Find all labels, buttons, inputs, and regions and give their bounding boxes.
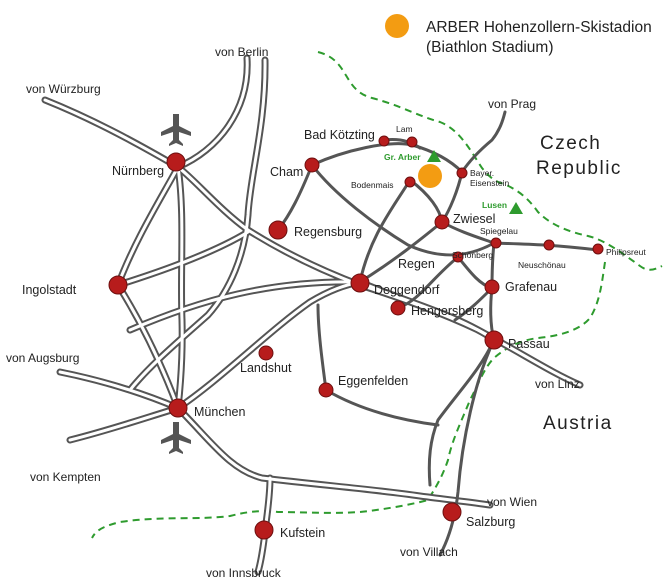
city-label-bayer-eisenstein-2: Eisenstein <box>470 178 509 188</box>
orange-dot-icon <box>385 14 409 38</box>
city-dot-zwiesel <box>434 214 450 230</box>
direction-label-augsburg: von Augsburg <box>6 351 79 365</box>
direction-label-wien: von Wien <box>487 495 537 509</box>
czech-border <box>317 51 663 271</box>
country-label-austria: Austria <box>543 413 613 434</box>
legend-title: ARBER Hohenzollern-Skistadion <box>426 19 652 36</box>
city-dot-lam <box>406 136 418 148</box>
country-label-czech-1: Czech <box>540 133 601 154</box>
city-label-spiegelau: Spiegelau <box>480 226 518 236</box>
city-dot-bad-koetzting <box>378 135 390 147</box>
city-dot-eggenfelden <box>318 382 334 398</box>
city-label-ingolstadt: Ingolstadt <box>22 283 77 297</box>
city-dot-bodenmais <box>404 176 416 188</box>
legend-subtitle: (Biathlon Stadium) <box>426 39 554 56</box>
city-dot-regensburg <box>268 220 288 240</box>
peak-label-gr-arber: Gr. Arber <box>384 152 421 162</box>
city-dot-landshut <box>258 345 274 361</box>
city-label-kufstein: Kufstein <box>280 526 325 540</box>
city-label-salzburg: Salzburg <box>466 515 515 529</box>
city-dot-spiegelau <box>490 237 502 249</box>
city-markers <box>108 135 604 540</box>
city-label-nuernberg: Nürnberg <box>112 164 164 178</box>
direction-label-innsbruck: von Innsbruck <box>206 566 282 580</box>
city-label-deggendorf: Deggendorf <box>374 283 440 297</box>
airplane-icon <box>161 114 191 146</box>
city-label-cham: Cham <box>270 165 303 179</box>
country-label-czech-2: Republic <box>536 158 622 179</box>
city-label-regensburg: Regensburg <box>294 225 362 239</box>
city-dot-bayer-eisenstein <box>456 167 468 179</box>
city-dot-neuschoenau <box>543 239 555 251</box>
peak-label-lusen: Lusen <box>482 200 507 210</box>
city-dot-philipsreut <box>592 243 604 255</box>
city-dot-schoenberg <box>452 251 464 263</box>
city-label-bayer-eisenstein-1: Bayer. <box>470 168 494 178</box>
city-dot-passau <box>484 330 504 350</box>
city-label-grafenau: Grafenau <box>505 280 557 294</box>
orange-dot-icon <box>418 164 442 188</box>
direction-label-kempten: von Kempten <box>30 470 101 484</box>
city-dot-deggendorf <box>350 273 370 293</box>
direction-label-prag: von Prag <box>488 97 536 111</box>
city-label-hengersberg: Hengersberg <box>411 304 483 318</box>
direction-label-wuerzburg: von Würzburg <box>26 82 101 96</box>
city-dot-cham <box>304 157 320 173</box>
city-label-bad-koetzting: Bad Kötzting <box>304 128 375 142</box>
city-label-schoenberg: Schönberg <box>452 250 493 260</box>
city-dot-ingolstadt <box>108 275 128 295</box>
city-label-lam: Lam <box>396 124 413 134</box>
city-dot-salzburg <box>442 502 462 522</box>
triangle-icon <box>427 150 441 162</box>
city-dot-nuernberg <box>166 152 186 172</box>
city-label-neuschoenau: Neuschönau <box>518 260 566 270</box>
city-label-philipsreut: Philipsreut <box>606 247 646 257</box>
airplane-icon <box>161 422 191 454</box>
direction-label-villach: von Villach <box>400 545 458 559</box>
triangle-icon <box>509 202 523 214</box>
city-dot-hengersberg <box>390 300 406 316</box>
direction-label-berlin: von Berlin <box>215 45 268 59</box>
city-label-bodenmais: Bodenmais <box>351 180 394 190</box>
city-label-zwiesel: Zwiesel <box>453 212 495 226</box>
city-label-passau: Passau <box>508 337 550 351</box>
city-label-muenchen: München <box>194 405 245 419</box>
city-label-regen: Regen <box>398 257 435 271</box>
city-dot-grafenau <box>484 279 500 295</box>
city-label-landshut: Landshut <box>240 361 292 375</box>
city-label-eggenfelden: Eggenfelden <box>338 374 408 388</box>
direction-label-linz: von Linz <box>535 377 580 391</box>
city-dot-muenchen <box>168 398 188 418</box>
city-dot-kufstein <box>254 520 274 540</box>
